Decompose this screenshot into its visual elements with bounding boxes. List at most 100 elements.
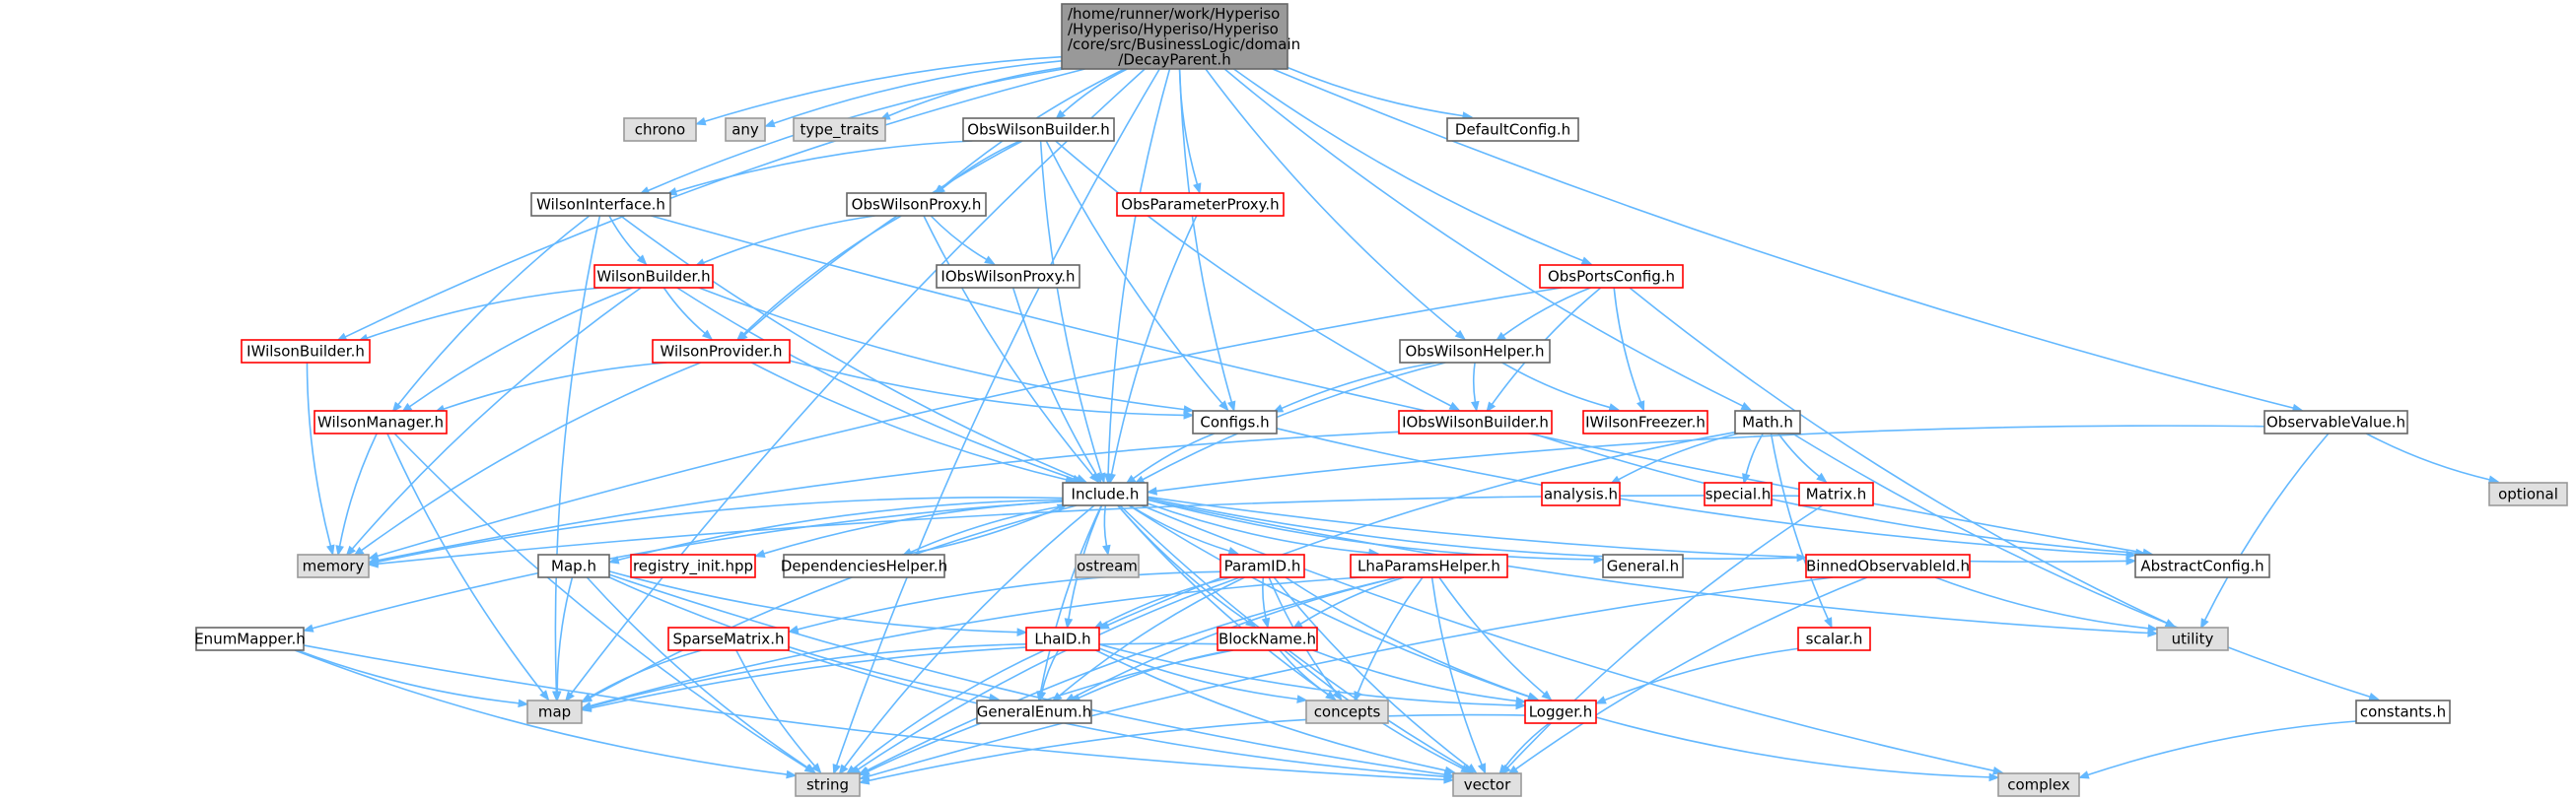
node-dependencieshelper-h[interactable]: DependenciesHelper.h — [781, 554, 947, 578]
edge-line — [1279, 649, 1329, 696]
edge-arrowhead — [1460, 764, 1472, 773]
node-obsportsconfig-h[interactable]: ObsPortsConfig.h — [1539, 264, 1684, 289]
node-label: ObsWilsonHelper.h — [1406, 343, 1545, 361]
node-lhaid-h[interactable]: LhaID.h — [1025, 627, 1100, 651]
node-special-h[interactable]: special.h — [1704, 482, 1773, 506]
edge-arrowhead — [1443, 771, 1455, 781]
edge-line — [648, 68, 1064, 192]
edge-line — [1777, 433, 1820, 478]
node-box — [1524, 700, 1597, 724]
edge-arrowhead — [1296, 695, 1308, 703]
edge-arrowhead — [1541, 690, 1553, 701]
node-wilsonprovider-h[interactable]: WilsonProvider.h — [652, 339, 791, 364]
node-matrix-h[interactable]: Matrix.h — [1798, 482, 1874, 506]
node-abstractconfig-h[interactable]: AbstractConfig.h — [2134, 554, 2270, 578]
node-lhaparamshelper-h[interactable]: LhaParamsHelper.h — [1350, 554, 1508, 578]
node-general-h[interactable]: General.h — [1602, 554, 1684, 578]
node-obsparameterproxy-h[interactable]: ObsParameterProxy.h — [1116, 192, 1285, 217]
edge-line — [2087, 720, 2357, 776]
edge-arrowhead — [1595, 696, 1607, 704]
node-box — [725, 117, 766, 142]
node-math-h[interactable]: Math.h — [1734, 410, 1801, 434]
node-iobswilsonbuilder-h[interactable]: IObsWilsonBuilder.h — [1398, 410, 1553, 434]
node-box — [2263, 410, 2408, 434]
node-box — [976, 700, 1092, 724]
edges-layer — [294, 55, 2500, 785]
edge-line — [589, 504, 1078, 700]
edge-line — [1273, 576, 1470, 768]
node-label: special.h — [1706, 486, 1772, 503]
node-label: type_traits — [800, 121, 878, 140]
node-binnedobservableid-h[interactable]: BinnedObservableId.h — [1805, 554, 1971, 578]
edge-line — [338, 433, 378, 547]
node-obswilsonproxy-h[interactable]: ObsWilsonProxy.h — [846, 192, 987, 217]
node-iwilsonbuilder-h[interactable]: IWilsonBuilder.h — [241, 339, 371, 364]
edge-arrowhead — [1261, 617, 1271, 630]
node-box — [530, 192, 671, 217]
edge-arrowhead — [1740, 401, 1753, 411]
edge-line — [608, 573, 1445, 775]
edge-arrowhead — [1064, 618, 1074, 630]
node-obswilsonhelper-h[interactable]: ObsWilsonHelper.h — [1399, 339, 1551, 364]
node-scalar-h[interactable]: scalar.h — [1797, 627, 1871, 651]
edge-lhaparamshelper-to-string — [858, 576, 1399, 775]
node-blockname-h[interactable]: BlockName.h — [1217, 627, 1318, 651]
edge-line — [703, 215, 875, 264]
node-logger-h[interactable]: Logger.h — [1524, 700, 1597, 724]
edge-arrowhead — [858, 776, 870, 785]
node-analysis-h[interactable]: analysis.h — [1541, 482, 1621, 506]
node-iwilsonfreezer-h[interactable]: IWilsonFreezer.h — [1582, 410, 1708, 434]
edge-line — [1147, 497, 1798, 560]
node-label: Matrix.h — [1806, 486, 1867, 503]
edge-arrowhead — [859, 767, 870, 776]
node-box — [2488, 482, 2568, 506]
node-enummapper-h[interactable]: EnumMapper.h — [194, 627, 306, 651]
edge-line — [853, 649, 1045, 769]
node-box — [793, 117, 886, 142]
node-map-h[interactable]: Map.h — [537, 554, 610, 578]
node-generalenum-h[interactable]: GeneralEnum.h — [976, 700, 1092, 724]
edge-obsportsconfig-to-memory — [367, 287, 1562, 561]
edge-blockname-to-string — [859, 649, 1233, 776]
edge-line — [868, 713, 1526, 782]
node-defaultconfig-h[interactable]: DefaultConfig.h — [1446, 117, 1579, 142]
node-label: DefaultConfig.h — [1455, 121, 1570, 139]
edge-line — [409, 287, 633, 408]
node-paramid-h[interactable]: ParamID.h — [1219, 554, 1305, 578]
edge-line — [294, 649, 788, 775]
node-label: EnumMapper.h — [194, 631, 306, 648]
node-obswilsonbuilder-h[interactable]: ObsWilsonBuilder.h — [962, 117, 1115, 142]
node-label: ObsParameterProxy.h — [1121, 196, 1279, 214]
edge-sparsematrix-to-vector — [787, 649, 1455, 781]
node-constants-h[interactable]: constants.h — [2355, 700, 2451, 724]
node-box — [1452, 772, 1522, 797]
node-box — [1997, 772, 2080, 797]
edge-observablevalue-to-include — [1146, 425, 2265, 496]
node-iobswilsonproxy-h[interactable]: IObsWilsonProxy.h — [936, 264, 1080, 289]
node-label: General.h — [1607, 558, 1679, 575]
node-observablevalue-h[interactable]: ObservableValue.h — [2263, 410, 2408, 434]
node-wilsonmanager-h[interactable]: WilsonManager.h — [313, 410, 448, 434]
edge-line — [306, 362, 332, 547]
node-sparsematrix-h[interactable]: SparseMatrix.h — [667, 627, 790, 651]
node-registry-init-hpp[interactable]: registry_init.hpp — [630, 554, 756, 578]
node-label: BlockName.h — [1218, 631, 1316, 648]
edge-arrowhead — [367, 559, 379, 568]
edge-line — [773, 60, 1063, 125]
edge-line — [397, 215, 591, 406]
edge-lhaid-to-generalenum — [1037, 649, 1060, 702]
node-box — [1446, 117, 1579, 142]
edge-arrowhead — [1988, 772, 2000, 782]
edge-line — [1117, 504, 1329, 696]
edge-line — [787, 649, 1445, 777]
edge-configs-to-include — [1125, 433, 1216, 485]
node-wilsonbuilder-h[interactable]: WilsonBuilder.h — [593, 264, 714, 289]
node-include-h[interactable]: Include.h — [1062, 482, 1149, 506]
node-box — [1219, 554, 1305, 578]
edge-iobswilsonbuilder-to-memory — [367, 431, 1400, 565]
edge-line — [393, 433, 807, 769]
node-wilsoninterface-h[interactable]: WilsonInterface.h — [530, 192, 671, 217]
edge-line — [789, 360, 1185, 417]
node-configs-h[interactable]: Configs.h — [1192, 410, 1278, 434]
